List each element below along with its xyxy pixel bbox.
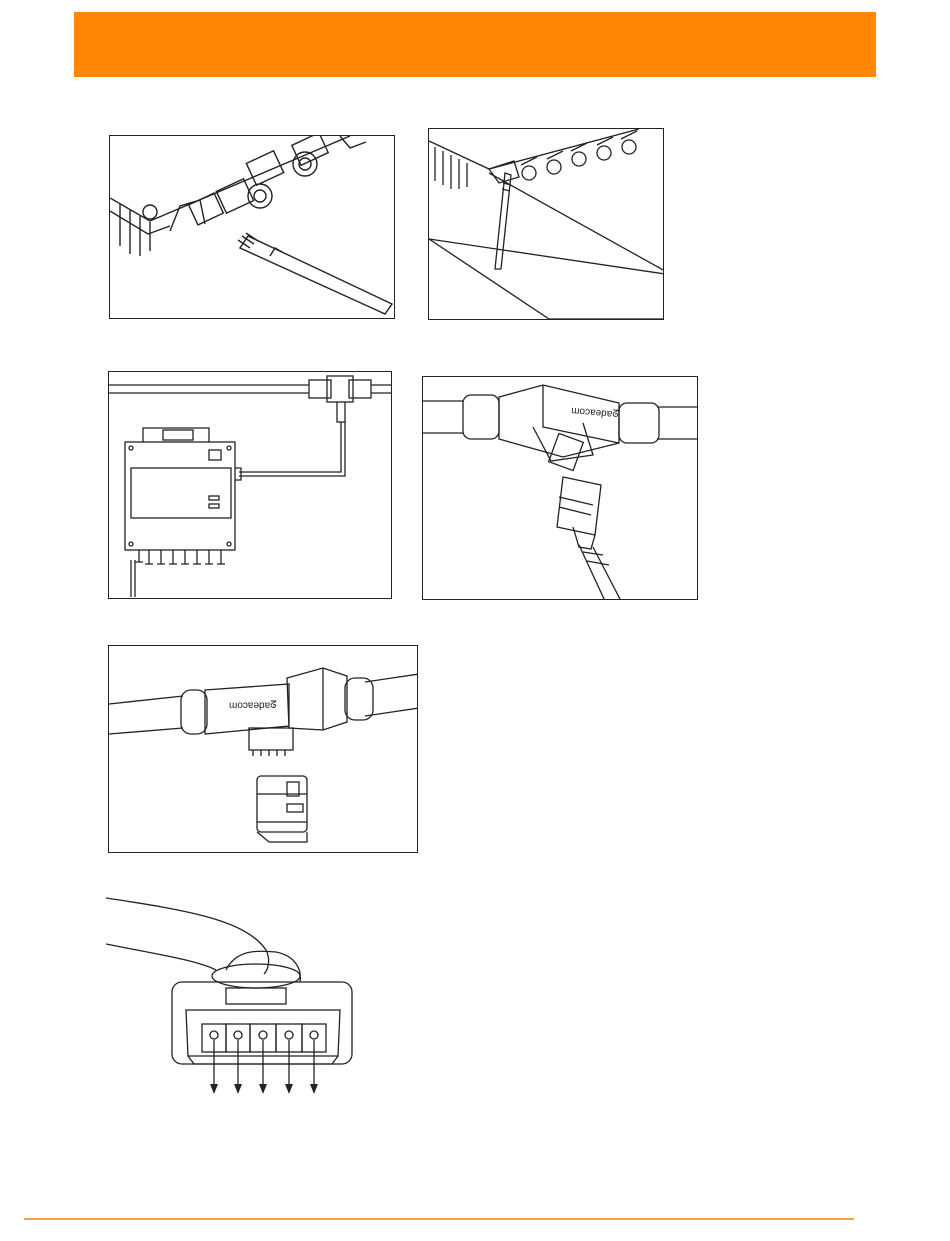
footer-rule	[24, 1218, 854, 1220]
connector-plug-brand: ɯoɔɐǝpɐᘔ	[571, 405, 619, 420]
figure-connector-pins	[106, 890, 366, 1100]
figure-antenna-mounted	[428, 128, 664, 320]
figure-trunk-connection	[108, 371, 392, 599]
antenna-mounted-icon	[429, 129, 664, 320]
connector-cap-brand: ɯoɔɐǝpɐᘔ	[229, 700, 277, 711]
connector-plug-icon: ɯoɔɐǝpɐᘔ	[423, 377, 698, 600]
figure-connector-cap: ɯoɔɐǝpɐᘔ	[108, 645, 418, 853]
connector-cap-icon: ɯoɔɐǝpɐᘔ	[109, 646, 418, 853]
header-bar	[74, 12, 876, 77]
figure-connector-plug: ɯoɔɐǝpɐᘔ	[422, 376, 698, 600]
antenna-unscrewed-icon	[110, 136, 395, 319]
connector-pins-icon	[106, 890, 366, 1100]
figure-antenna-install	[109, 135, 395, 319]
microinverter-trunk-icon	[109, 372, 392, 599]
